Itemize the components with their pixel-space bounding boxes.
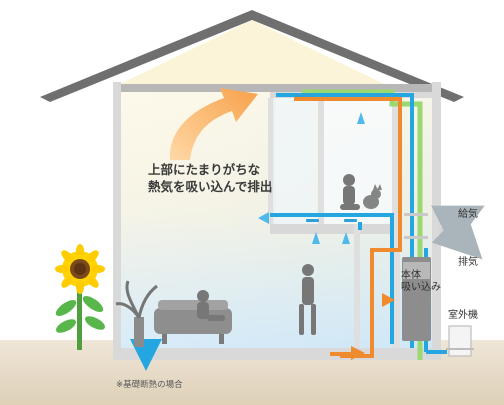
outlet-3 <box>306 219 319 222</box>
intake-arrow-1 <box>382 293 395 307</box>
person-icon <box>197 290 225 321</box>
main-unit-label-line-1: 本体 <box>401 270 421 281</box>
inner-wall-right-shaft <box>392 98 400 348</box>
upper-room-left <box>273 98 317 224</box>
callout-line-1: 上部にたまりがちな <box>148 162 261 177</box>
intake-arrow-2 <box>351 346 365 360</box>
foundation-slab <box>113 348 441 360</box>
attic-space <box>120 20 384 96</box>
outdoor-unit-label: 室外機 <box>448 310 478 321</box>
green-exhaust-duct <box>302 89 423 360</box>
sofa-icon <box>154 300 232 344</box>
person-icon <box>340 174 360 210</box>
person-icon <box>299 264 316 335</box>
inner-wall-upper-left <box>268 98 275 224</box>
outlet-1 <box>296 94 309 97</box>
inner-wall-upper-middle <box>318 98 324 224</box>
main-unit-top-panel <box>403 262 430 279</box>
cat-icon <box>363 184 382 209</box>
right-wall <box>432 82 441 360</box>
inner-wall-lower-middle <box>354 224 360 348</box>
main-unit-label-line-2: 吸い込み <box>401 281 441 293</box>
upper-floor <box>270 224 392 234</box>
footnote: ※基礎断熱の場合 <box>116 380 183 390</box>
balcony-rail-lower <box>404 236 428 239</box>
sunflower-icon <box>55 244 105 350</box>
callout-text: 上部にたまりがちな 熱気を吸い込んで排出 <box>148 162 272 196</box>
outdoor-unit <box>448 325 472 357</box>
air-outlets <box>296 94 386 222</box>
main-unit-label: 本体 吸い込み <box>401 270 441 293</box>
balcony-rail <box>404 213 428 216</box>
outlet-4 <box>344 219 357 222</box>
cool-down-arrow-3 <box>342 232 350 244</box>
plant-icon <box>115 280 158 347</box>
exhaust-label: 排気 <box>458 257 478 268</box>
supply-label: 給気 <box>458 209 478 220</box>
upper-room-right <box>324 98 392 224</box>
orange-duct <box>294 97 402 358</box>
outlet-2 <box>373 94 386 97</box>
callout-line-2: 熱気を吸い込んで排出 <box>148 178 273 194</box>
roof-ceiling-band <box>118 84 435 94</box>
cool-left-arrow <box>258 212 269 224</box>
cool-down-arrow-1 <box>357 112 365 124</box>
left-wall <box>113 82 121 360</box>
exhaust-air-arrow <box>431 208 483 260</box>
heat-rise-arrow <box>169 88 258 160</box>
cool-down-arrow-2 <box>312 232 320 244</box>
